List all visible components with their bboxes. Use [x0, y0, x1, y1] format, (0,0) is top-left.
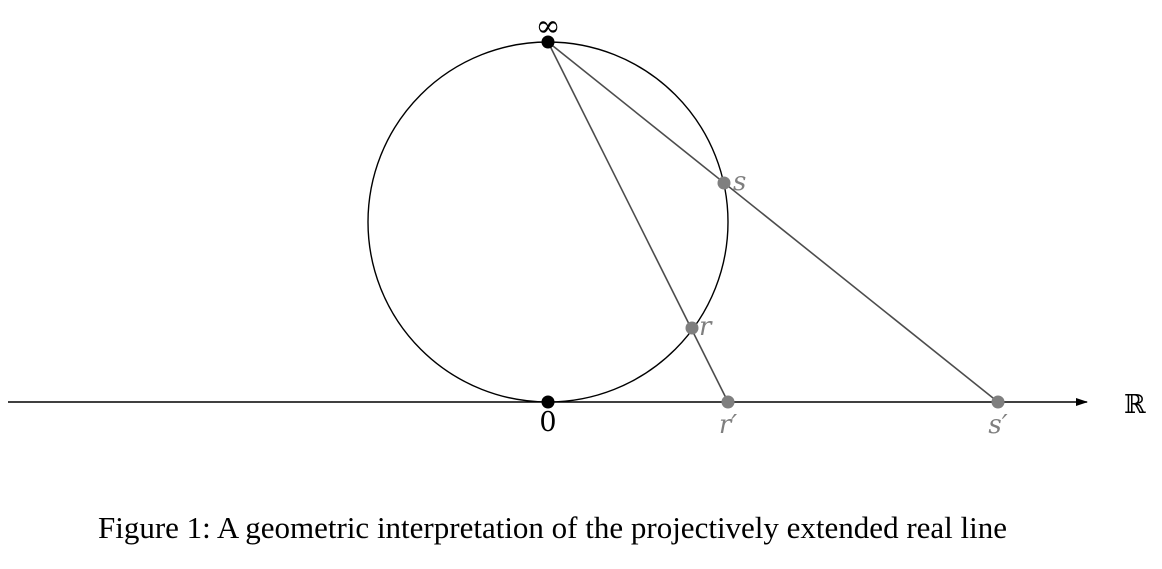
origin-point: [541, 395, 555, 409]
infinity-label: ∞: [536, 9, 561, 44]
r-label: r: [699, 312, 713, 342]
real-numbers-label: ℝ: [1124, 390, 1146, 420]
point-r-prime: [721, 395, 735, 409]
s-label: s: [733, 167, 746, 197]
r-prime-label: r′: [719, 410, 737, 440]
projection-line-r: [547, 41, 729, 403]
point-r: [685, 321, 699, 335]
point-s-prime: [991, 395, 1005, 409]
projective-circle: [367, 41, 729, 403]
origin-label: 0: [539, 407, 556, 438]
s-prime-label: s′: [988, 410, 1007, 440]
infinity-point: [541, 35, 555, 49]
figure-caption: Figure 1: A geometric interpretation of …: [97, 510, 1008, 545]
point-s: [717, 176, 731, 190]
projection-line-s: [547, 41, 999, 403]
